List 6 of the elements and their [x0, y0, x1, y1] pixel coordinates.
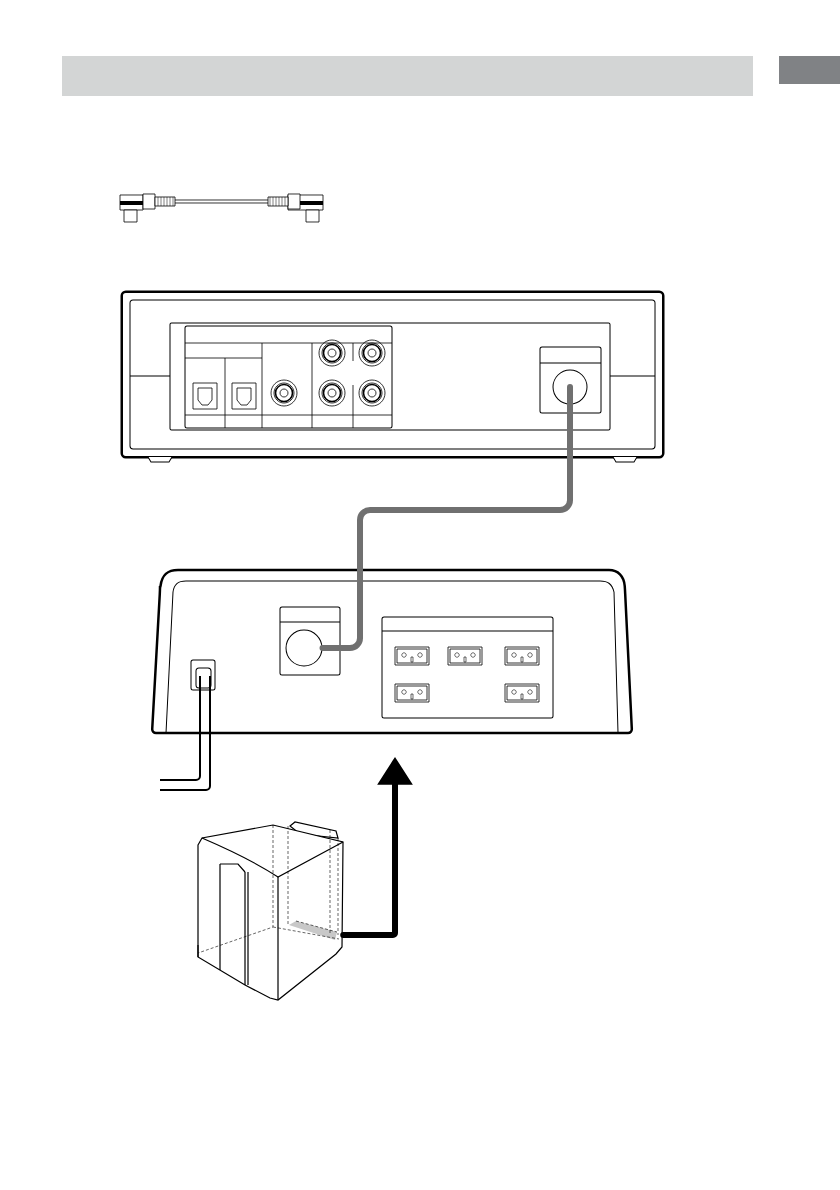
hub-drawing: [151, 568, 634, 735]
rear-panel-drawing: [120, 290, 665, 463]
socket: [285, 629, 323, 667]
socket: [552, 369, 588, 405]
picture: [197, 821, 344, 1001]
connecting-cable: [319, 384, 573, 651]
